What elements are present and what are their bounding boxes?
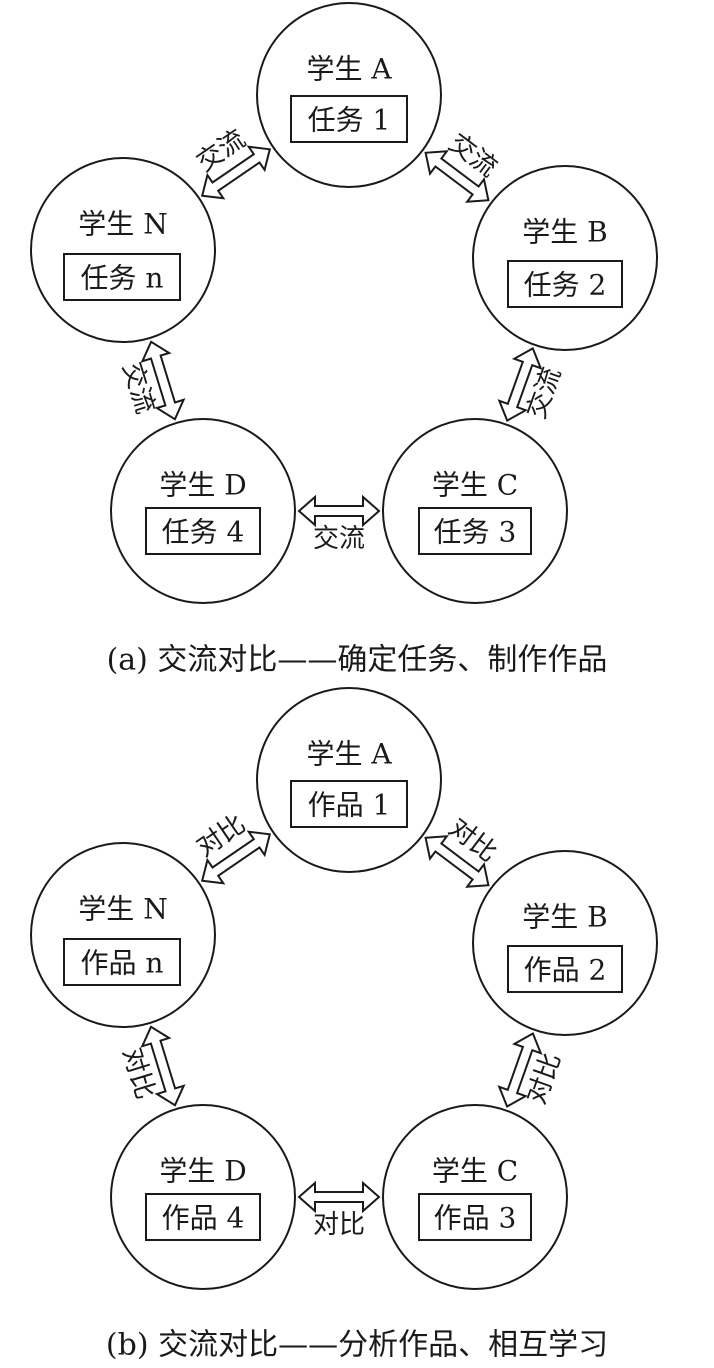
student-label: 学生 D bbox=[159, 1155, 246, 1188]
double-arrow-b-c bbox=[497, 346, 543, 423]
item-box bbox=[507, 945, 623, 993]
double-arrow-n-a bbox=[200, 145, 272, 200]
edge-label-c-d: 交流 bbox=[313, 524, 365, 554]
item-label: 作品 1 bbox=[308, 789, 391, 822]
diagram-caption: (a) 交流对比——确定任务、制作作品 bbox=[107, 643, 608, 678]
item-label: 任务 2 bbox=[524, 269, 607, 302]
item-box bbox=[507, 260, 623, 308]
double-arrow-n-a bbox=[200, 830, 272, 885]
item-box bbox=[418, 507, 532, 555]
student-label: 学生 A bbox=[306, 738, 392, 771]
double-arrow-d-n bbox=[140, 340, 186, 421]
node-circle bbox=[30, 157, 216, 343]
edge-label-c-d: 对比 bbox=[313, 1210, 365, 1240]
double-arrow-a-b bbox=[424, 150, 490, 203]
item-label: 作品 2 bbox=[524, 954, 607, 987]
student-node-d: 学生 D 任务 4 bbox=[110, 418, 296, 604]
item-label: 作品 4 bbox=[162, 1202, 245, 1235]
double-arrow-c-d bbox=[297, 494, 381, 528]
double-arrow-c-d bbox=[297, 1180, 381, 1214]
item-label: 任务 4 bbox=[162, 516, 245, 549]
item-label: 任务 n bbox=[81, 262, 164, 295]
item-label: 作品 3 bbox=[434, 1202, 517, 1235]
student-node-d: 学生 D 作品 4 bbox=[110, 1104, 296, 1290]
student-node-c: 学生 C 任务 3 bbox=[382, 418, 568, 604]
node-circle bbox=[30, 842, 216, 1028]
item-box bbox=[145, 1193, 261, 1241]
double-arrow-a-b bbox=[424, 835, 490, 888]
student-node-a: 学生 A 作品 1 bbox=[256, 687, 442, 873]
item-label: 任务 3 bbox=[434, 516, 517, 549]
student-label: 学生 C bbox=[432, 1155, 518, 1188]
student-node-c: 学生 C 作品 3 bbox=[382, 1104, 568, 1290]
item-label: 作品 n bbox=[81, 947, 164, 980]
item-box bbox=[145, 507, 261, 555]
student-label: 学生 N bbox=[78, 893, 167, 926]
item-box bbox=[418, 1193, 532, 1241]
item-box bbox=[290, 780, 408, 828]
node-circle bbox=[472, 850, 658, 1036]
student-node-a: 学生 A 任务 1 bbox=[256, 2, 442, 188]
student-node-n: 学生 N 任务 n bbox=[30, 157, 216, 343]
student-label: 学生 D bbox=[159, 469, 246, 502]
double-arrow-d-n bbox=[140, 1025, 186, 1107]
student-node-b: 学生 B 作品 2 bbox=[472, 850, 658, 1036]
student-node-b: 学生 B 任务 2 bbox=[472, 165, 658, 351]
student-label: 学生 C bbox=[432, 469, 518, 502]
student-label: 学生 A bbox=[306, 53, 392, 86]
item-box bbox=[63, 938, 181, 986]
item-label: 任务 1 bbox=[308, 104, 391, 137]
diagram-caption: (b) 交流对比——分析作品、相互学习 bbox=[106, 1328, 608, 1363]
student-label: 学生 N bbox=[78, 208, 167, 241]
double-arrow-b-c bbox=[497, 1032, 543, 1108]
node-circle bbox=[472, 165, 658, 351]
item-box bbox=[290, 95, 408, 143]
student-label: 学生 B bbox=[522, 216, 607, 249]
student-label: 学生 B bbox=[522, 901, 607, 934]
item-box bbox=[63, 253, 181, 301]
student-node-n: 学生 N 作品 n bbox=[30, 842, 216, 1028]
